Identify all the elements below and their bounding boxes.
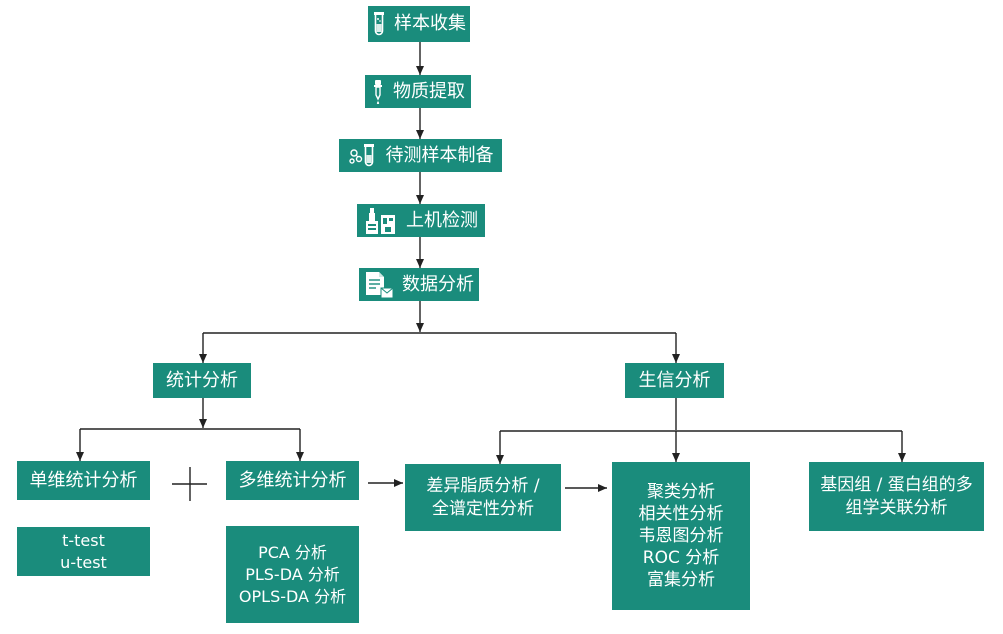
node-label: 单维统计分析 bbox=[29, 469, 138, 491]
multiomics-line-1: 基因组 / 蛋白组的多 bbox=[820, 474, 973, 495]
node-sample-preparation: 待测样本制备 bbox=[339, 139, 502, 172]
node-label: 待测样本制备 bbox=[385, 144, 494, 166]
node-label: 统计分析 bbox=[166, 369, 238, 391]
instrument-icon bbox=[364, 207, 398, 235]
method-opls-da: OPLS-DA 分析 bbox=[238, 586, 347, 606]
node-univariate-methods: t-test u-test bbox=[17, 527, 150, 576]
node-instrument-detection: 上机检测 bbox=[357, 204, 485, 237]
node-label: 数据分析 bbox=[402, 273, 474, 295]
analysis-venn: 韦恩图分析 bbox=[638, 526, 724, 546]
node-bioinformatics-analysis: 生信分析 bbox=[625, 363, 724, 398]
node-differential-lipid-analysis: 差异脂质分析 / 全谱定性分析 bbox=[405, 464, 561, 531]
analysis-enrichment: 富集分析 bbox=[647, 570, 715, 590]
differential-line-1: 差异脂质分析 / bbox=[426, 475, 540, 496]
document-icon bbox=[364, 271, 394, 299]
method-pca: PCA 分析 bbox=[258, 542, 327, 562]
method-t-test: t-test bbox=[62, 530, 105, 550]
analysis-clustering: 聚类分析 bbox=[647, 482, 715, 502]
node-substance-extraction: 物质提取 bbox=[365, 75, 471, 108]
node-data-analysis: 数据分析 bbox=[359, 268, 479, 301]
analysis-correlation: 相关性分析 bbox=[638, 504, 724, 524]
node-sample-collection: 样本收集 bbox=[368, 6, 470, 42]
multiomics-line-2: 组学关联分析 bbox=[845, 497, 948, 518]
node-statistical-analysis: 统计分析 bbox=[153, 363, 251, 398]
node-label: 物质提取 bbox=[393, 80, 465, 102]
node-label: 生信分析 bbox=[638, 369, 711, 391]
test-tube-icon bbox=[372, 11, 386, 37]
node-multiomics-association: 基因组 / 蛋白组的多 组学关联分析 bbox=[809, 462, 984, 531]
analysis-roc: ROC 分析 bbox=[642, 548, 720, 568]
dropper-icon bbox=[371, 79, 385, 105]
method-u-test: u-test bbox=[60, 552, 107, 572]
differential-line-2: 全谱定性分析 bbox=[432, 498, 534, 519]
node-multivariate-methods: PCA 分析 PLS-DA 分析 OPLS-DA 分析 bbox=[226, 526, 359, 623]
node-label: 多维统计分析 bbox=[238, 469, 347, 491]
sample-prep-icon bbox=[348, 143, 378, 169]
node-downstream-analyses: 聚类分析 相关性分析 韦恩图分析 ROC 分析 富集分析 bbox=[612, 462, 750, 610]
node-label: 样本收集 bbox=[394, 13, 466, 34]
node-label: 上机检测 bbox=[406, 209, 478, 231]
method-pls-da: PLS-DA 分析 bbox=[245, 564, 340, 584]
node-univariate-analysis: 单维统计分析 bbox=[17, 461, 150, 500]
node-multivariate-analysis: 多维统计分析 bbox=[226, 461, 359, 500]
